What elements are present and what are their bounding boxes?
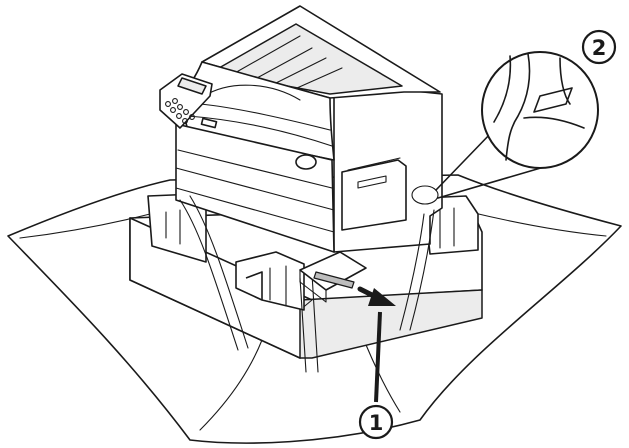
control-panel (159, 73, 213, 129)
magnified-detail (493, 53, 585, 161)
strap-right (399, 213, 425, 331)
callout-2: 2 (581, 29, 617, 65)
callout-2-label: 2 (592, 36, 607, 60)
strap-front (299, 277, 307, 373)
packing-base (129, 193, 483, 359)
magnifier (411, 51, 599, 205)
callout-1-label: 1 (369, 411, 384, 435)
pull-arrow (357, 286, 396, 306)
callout-1-leader (374, 311, 382, 403)
printer (159, 5, 443, 253)
strap-left (179, 199, 239, 351)
packing-tab (299, 251, 367, 303)
callout-1: 1 (358, 404, 394, 440)
